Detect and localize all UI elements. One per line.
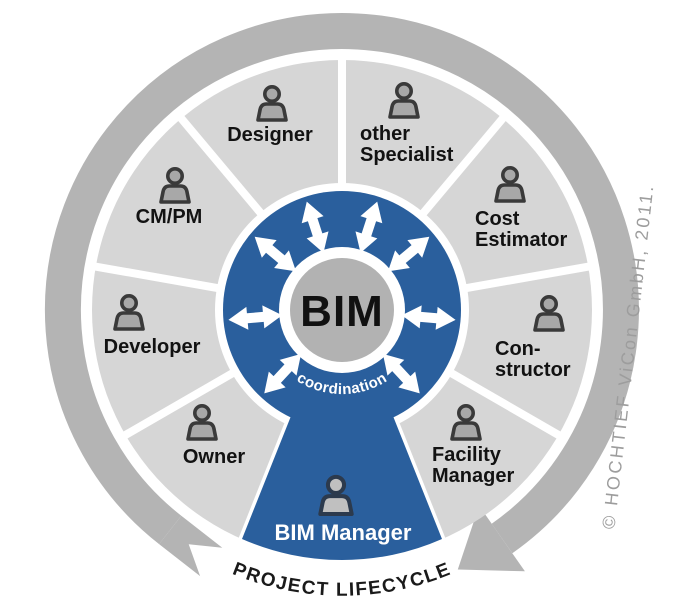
label-designer: Designer [227,124,313,146]
label-facility-manager: Facility Manager [432,444,514,487]
project-lifecycle-ring [44,13,639,577]
segment-dividers [88,53,596,442]
bim-hub-title: BIM [300,287,384,336]
project-lifecycle-label: PROJECT LIFECYCLE [230,559,454,601]
lifecycle-arrow-tail [159,515,223,577]
lifecycle-arc [44,13,639,554]
label-constructor: Con- structor [495,338,571,381]
label-developer: Developer [104,336,201,358]
bim-hub-circle [290,258,394,362]
label-other-specialist: other Specialist [360,123,454,166]
label-cm-pm: CM/PM [136,206,203,228]
label-owner: Owner [183,446,245,468]
bim-manager-label: BIM Manager [275,520,412,545]
lifecycle-arrowhead-icon [457,505,525,572]
label-cost-estimator: Cost Estimator [475,208,567,251]
